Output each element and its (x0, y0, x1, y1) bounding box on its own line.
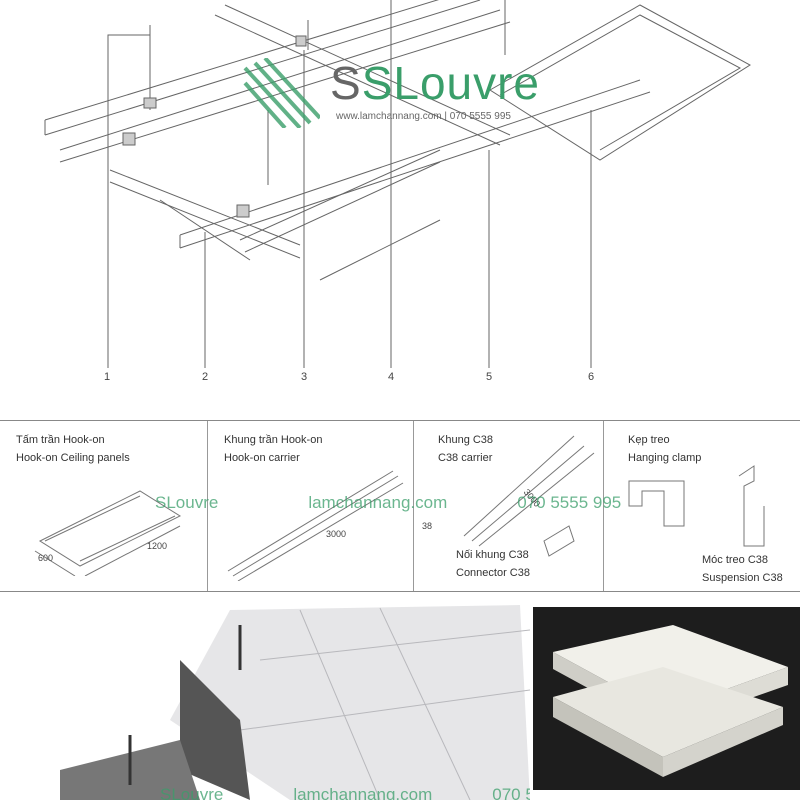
panel-sample-photo (533, 607, 800, 790)
title-vi: Tấm trần Hook-on (16, 434, 105, 446)
dim-1200: 1200 (147, 541, 168, 551)
sub-title-en: Connector C38 (456, 567, 530, 579)
dim-600: 600 (38, 553, 54, 563)
callout-2: 2 (202, 371, 209, 383)
title-en: C38 carrier (438, 452, 493, 464)
ceiling-system-diagram (44, 0, 751, 368)
ceiling-photo-art (60, 605, 530, 800)
title-vi: Kẹp treo (628, 434, 670, 446)
logo: SSLouvre www.lamchannang.com | 070 5555 … (240, 57, 570, 128)
title-vi: Khung C38 (438, 434, 494, 446)
title-en: Hook-on Ceiling panels (16, 452, 130, 464)
panel-photo-art (553, 625, 788, 777)
callout-5: 5 (486, 371, 493, 383)
logo-brand: SSLouvre (330, 57, 541, 109)
callout-3: 3 (301, 371, 308, 383)
logo-mark-icon (243, 58, 320, 128)
clamp-drawing (628, 465, 765, 547)
title-en: Hook-on carrier (224, 452, 300, 464)
title-en: Hanging clamp (628, 452, 702, 464)
panel-drawing (34, 490, 182, 576)
callout-1: 1 (104, 371, 111, 383)
sub-title-vi: Nối khung C38 (456, 549, 529, 561)
carrier-drawing (227, 470, 404, 581)
logo-contact: www.lamchannang.com | 070 5555 995 (336, 111, 511, 122)
sub-title-vi: Móc treo C38 (702, 554, 769, 566)
dim-3000: 3000 (326, 529, 347, 539)
callout-6: 6 (588, 371, 595, 383)
callout-4: 4 (388, 371, 395, 383)
c38-drawing (463, 435, 595, 557)
sub-title-en: Suspension C38 (702, 572, 783, 584)
dim-38: 38 (422, 521, 433, 531)
title-vi: Khung trần Hook-on (224, 434, 323, 446)
